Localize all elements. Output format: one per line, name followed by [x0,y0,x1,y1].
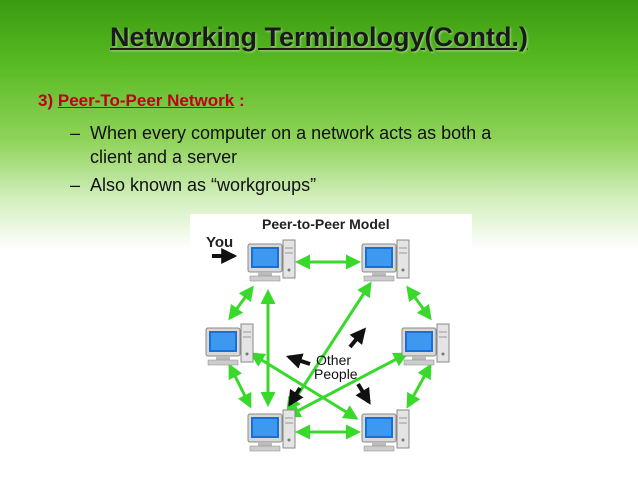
link-mid-right-bottom-right [406,363,432,409]
bullet-dash: – [70,123,81,143]
link-mid-left-bottom-left [228,363,252,409]
heading-colon: : [238,91,245,110]
center-label-line-1: Other [316,352,352,368]
center-label-line-2: People [314,366,358,382]
slide-title: Networking Terminology(Contd.) [110,22,528,52]
you-label: You [206,234,234,251]
link-mid-right-bottom-left [285,352,409,418]
top-left-computer-icon [247,239,296,282]
bullet-dash: – [70,175,81,195]
arrow-down-left [288,386,304,407]
bottom-right-computer-icon [361,409,410,452]
bullet-1-line-2: client and a server [90,147,238,167]
bullet-1-line-1: When every computer on a network acts as… [90,123,492,143]
diagram-graphic [205,239,450,452]
arrow-left [285,353,311,369]
peer-to-peer-network-link[interactable]: Peer-To-Peer Network [57,91,235,110]
top-right-computer-icon [361,239,410,282]
diagram-title: Peer-to-Peer Model [262,216,390,232]
bottom-left-computer-icon [247,409,296,452]
peer-to-peer-diagram: Peer-to-Peer Model You Other People [190,214,472,476]
middle-right-computer-icon [401,323,450,366]
link-top-right-mid-right [406,285,432,321]
bullet-2-line-1: Also known as “workgroups” [90,175,317,195]
section-heading: 3) Peer-To-Peer Network : [38,91,245,111]
arrow-up-right [348,327,367,349]
heading-number: 3) [38,91,54,110]
middle-left-computer-icon [205,323,254,366]
arrow-down-right [355,382,371,405]
link-top-left-mid-left [228,285,254,321]
